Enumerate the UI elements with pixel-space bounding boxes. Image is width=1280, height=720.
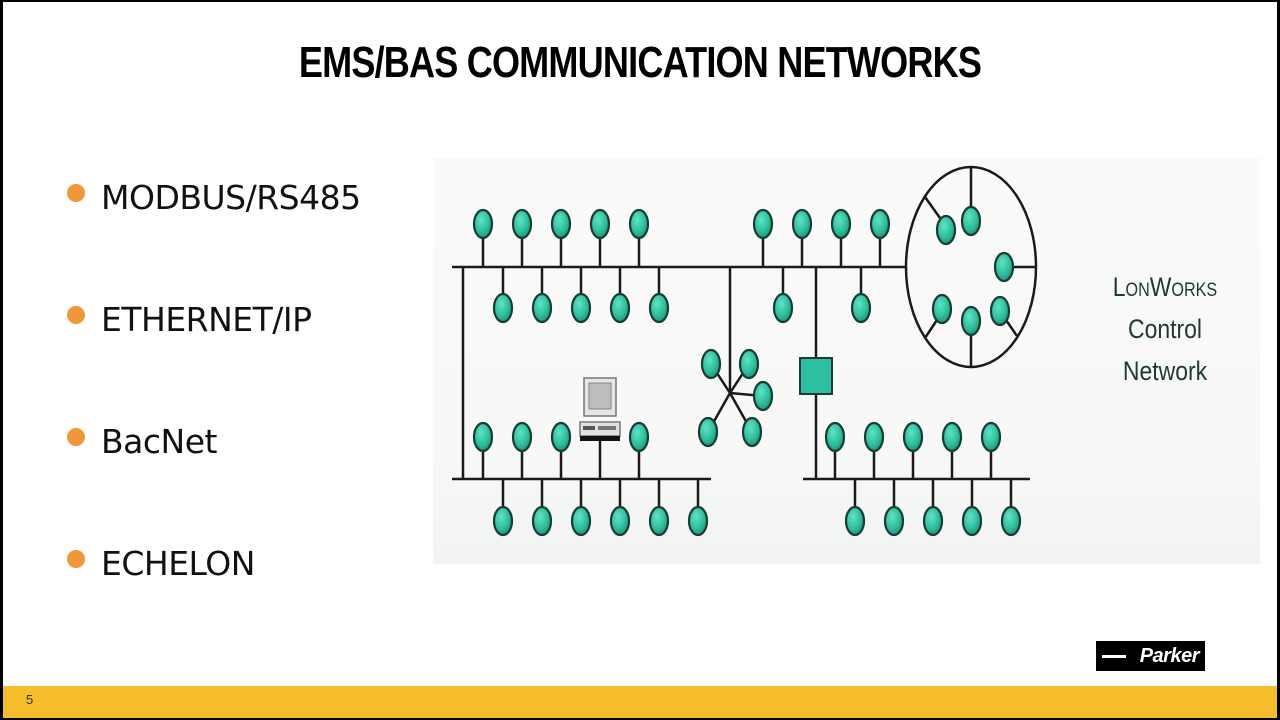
node-bottom-right-above xyxy=(824,421,846,453)
node-top-left-below xyxy=(570,292,592,324)
node-top-left-below xyxy=(531,292,553,324)
node-top-left-above xyxy=(511,208,533,240)
node-bottom-left-above xyxy=(550,421,572,453)
node-bottom-left-below xyxy=(531,505,553,537)
logo-dash-icon xyxy=(1102,655,1126,658)
node-ring xyxy=(960,205,982,237)
node-star xyxy=(697,416,719,448)
node-bottom-right-below xyxy=(844,505,866,537)
node-top-left-below xyxy=(648,292,670,324)
bullet-label: ETHERNET/IP xyxy=(101,300,312,339)
node-bottom-right-below xyxy=(1000,505,1022,537)
node-star xyxy=(738,348,760,380)
node-ring xyxy=(935,214,957,246)
network-wire xyxy=(923,196,942,219)
bullet-label: ECHELON xyxy=(101,544,255,583)
node-top-right-above xyxy=(791,208,813,240)
node-top-right-above xyxy=(752,208,774,240)
node-bottom-left-above xyxy=(511,421,533,453)
node-bottom-right-above xyxy=(863,421,885,453)
node-star xyxy=(700,348,722,380)
node-bottom-left-above xyxy=(472,421,494,453)
network-wire xyxy=(1004,319,1019,337)
computer-icon xyxy=(579,377,621,441)
bullet-dot-icon xyxy=(67,427,85,446)
bullet-item-echelon: ECHELON xyxy=(67,544,255,583)
node-bottom-right-below xyxy=(883,505,905,537)
bullet-label: BacNet xyxy=(101,422,217,461)
bullet-dot-icon xyxy=(67,549,85,568)
bullet-dot-icon xyxy=(67,183,85,202)
node-top-right-above xyxy=(830,208,852,240)
lonworks-label: LonWorks Control Network xyxy=(1093,266,1238,392)
logo-text: Parker xyxy=(1139,644,1200,667)
node-bottom-left-below xyxy=(492,505,514,537)
bullet-item-modbus: MODBUS/RS485 xyxy=(67,178,361,217)
node-top-left-above xyxy=(589,208,611,240)
node-bottom-left-below xyxy=(687,505,709,537)
node-bottom-right-above xyxy=(902,421,924,453)
bullet-item-ethernet: ETHERNET/IP xyxy=(67,300,312,339)
node-star xyxy=(752,380,774,412)
node-top-left-above xyxy=(472,208,494,240)
lonworks-subtitle: Control Network xyxy=(1122,314,1208,386)
network-wire xyxy=(923,319,939,339)
node-ring xyxy=(989,295,1011,327)
node-top-left-above xyxy=(628,208,650,240)
bullet-item-bacnet: BacNet xyxy=(67,422,217,461)
router-icon xyxy=(799,357,833,395)
node-ring xyxy=(931,293,953,325)
node-bottom-right-above xyxy=(941,421,963,453)
node-top-right-below xyxy=(772,292,794,324)
parker-logo: Parker xyxy=(1096,641,1205,671)
lonworks-title: LonWorks xyxy=(1112,272,1218,302)
node-top-right-above xyxy=(869,208,891,240)
footer-bar xyxy=(3,686,1277,718)
node-bottom-left-above xyxy=(628,421,650,453)
node-bottom-right-below xyxy=(922,505,944,537)
node-top-right-below xyxy=(850,292,872,324)
node-bottom-right-above xyxy=(980,421,1002,453)
node-bottom-right-below xyxy=(961,505,983,537)
page-number: 5 xyxy=(26,692,34,707)
node-ring xyxy=(993,251,1015,283)
bullet-dot-icon xyxy=(67,305,85,324)
node-top-left-below xyxy=(492,292,514,324)
node-ring xyxy=(960,305,982,337)
node-bottom-left-below xyxy=(570,505,592,537)
node-bottom-left-below xyxy=(648,505,670,537)
node-bottom-left-below xyxy=(609,505,631,537)
node-top-left-below xyxy=(609,292,631,324)
node-star xyxy=(741,416,763,448)
node-top-left-above xyxy=(550,208,572,240)
slide-title: EMS/BAS COMMUNICATION NETWORKS xyxy=(298,38,982,87)
bullet-label: MODBUS/RS485 xyxy=(101,178,361,217)
